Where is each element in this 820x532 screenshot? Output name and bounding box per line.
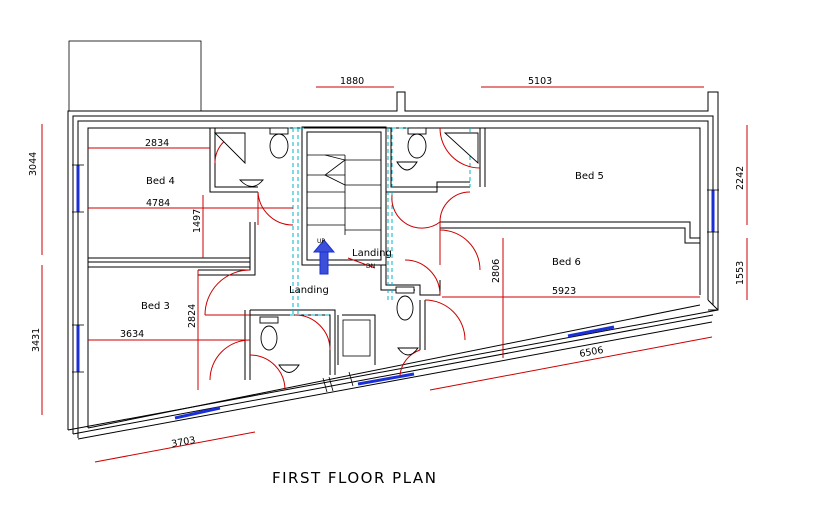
toilet-bowl <box>407 133 427 159</box>
toilet-bowl <box>260 325 278 351</box>
dim-2824: 2824 <box>187 304 198 328</box>
dim-3634: 3634 <box>120 329 144 340</box>
basin <box>396 161 418 171</box>
dim-1553: 1553 <box>735 261 746 285</box>
room-label-landing-upper: Landing <box>352 248 392 259</box>
dim-2242: 2242 <box>735 166 746 190</box>
dim-2806: 2806 <box>491 259 502 283</box>
dim-4784: 4784 <box>146 198 170 209</box>
basin <box>238 179 264 187</box>
toilet-cistern <box>259 316 279 324</box>
door-swings <box>204 127 481 391</box>
windows <box>72 164 719 420</box>
stair-up-label: UP <box>317 238 325 245</box>
toilet-cistern <box>395 286 415 294</box>
dim-3044: 3044 <box>28 152 39 176</box>
dim-5103: 5103 <box>528 76 552 87</box>
room-label-landing-lower: Landing <box>289 285 329 296</box>
context-rectangle <box>68 40 202 112</box>
dim-5923: 5923 <box>552 286 576 297</box>
stair-up-arrow-icon <box>312 239 336 275</box>
basin <box>278 364 300 373</box>
shower-tray <box>213 132 246 165</box>
room-label-bed-5: Bed 5 <box>575 171 604 182</box>
sanitary-fixtures <box>213 127 479 373</box>
dim-1880: 1880 <box>340 76 364 87</box>
room-label-bed-6: Bed 6 <box>552 257 581 268</box>
dim-1497: 1497 <box>192 209 203 233</box>
outer-walls <box>67 91 719 440</box>
dim-2834: 2834 <box>145 138 169 149</box>
partition-lines <box>286 127 471 316</box>
toilet-bowl <box>396 295 414 321</box>
toilet-bowl <box>269 133 289 159</box>
dim-6506: 6506 <box>579 345 605 360</box>
dim-3431: 3431 <box>31 328 42 352</box>
shower-tray <box>443 132 479 165</box>
dimension-lines <box>41 86 748 463</box>
room-label-bed-3: Bed 3 <box>141 301 170 312</box>
toilet-cistern <box>407 127 427 135</box>
basin <box>397 347 419 356</box>
room-label-bed-4: Bed 4 <box>146 176 175 187</box>
stair-small-label: DN <box>366 263 375 270</box>
dim-3703: 3703 <box>171 435 197 450</box>
toilet-cistern <box>269 127 289 135</box>
plan-title: FIRST FLOOR PLAN <box>272 469 438 487</box>
internal-walls <box>88 126 700 380</box>
